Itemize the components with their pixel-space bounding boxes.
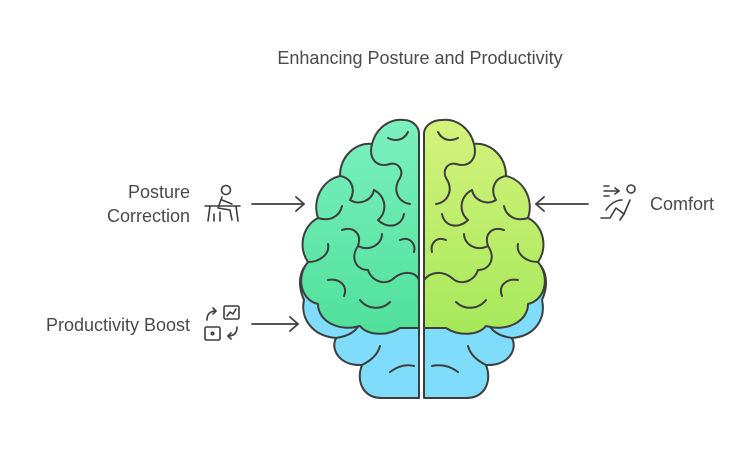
relaxing-person-icon bbox=[600, 184, 636, 221]
desk-worker-icon bbox=[204, 184, 241, 222]
diagram-title: Enhancing Posture and Productivity bbox=[277, 48, 563, 68]
arrow-productivity bbox=[251, 316, 299, 332]
posture-label-line2: Correction bbox=[106, 206, 190, 226]
arrow-comfort bbox=[535, 196, 589, 212]
comfort-label: Comfort bbox=[650, 194, 715, 214]
posture-correction-label: Posture Correction bbox=[60, 180, 190, 228]
productivity-boost-label: Productivity Boost bbox=[45, 315, 190, 335]
workflow-cycle-icon bbox=[204, 305, 240, 341]
left-hemisphere-top bbox=[300, 118, 420, 335]
right-hemisphere-top bbox=[423, 118, 546, 335]
arrow-posture bbox=[251, 196, 305, 212]
posture-label-line1: Posture bbox=[127, 182, 190, 202]
